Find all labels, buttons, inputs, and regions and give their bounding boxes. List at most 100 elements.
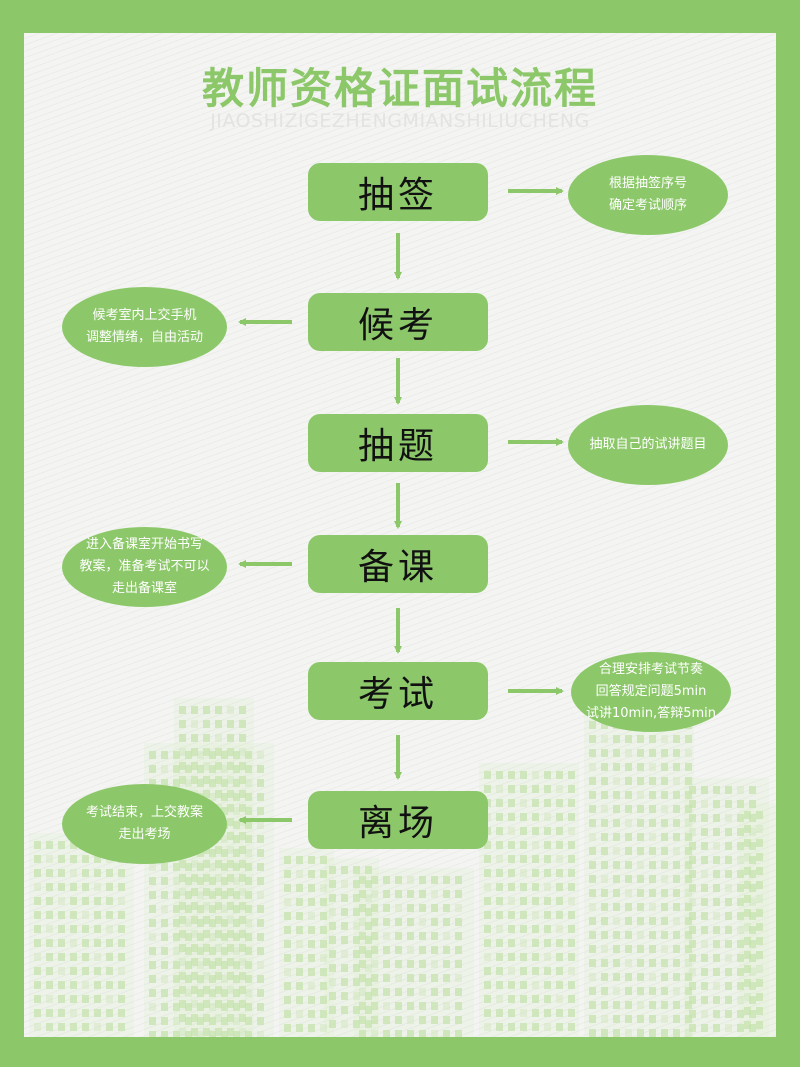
building-window (496, 771, 503, 779)
building-window (179, 748, 186, 756)
building-window (749, 1024, 756, 1032)
building-window (484, 939, 491, 947)
building-window (329, 866, 336, 874)
building-window (744, 1007, 751, 1015)
building-window (685, 847, 692, 855)
building-window (227, 944, 234, 952)
building-window (520, 897, 527, 905)
building-window (233, 863, 240, 871)
building-window (70, 981, 77, 989)
building-window (689, 828, 696, 836)
building-window (496, 939, 503, 947)
building-window (191, 720, 198, 728)
building-window (221, 751, 228, 759)
building-window (46, 897, 53, 905)
building-window (191, 958, 198, 966)
building-window (455, 1016, 462, 1024)
building-window (532, 883, 539, 891)
building-window (203, 1000, 210, 1008)
building-window (443, 974, 450, 982)
building-window (46, 925, 53, 933)
building-window (341, 908, 348, 916)
building-window (713, 884, 720, 892)
building-window (106, 883, 113, 891)
building-window (544, 1023, 551, 1031)
building-window (233, 891, 240, 899)
building-window (589, 889, 596, 897)
building-window (359, 890, 366, 898)
building-window (589, 749, 596, 757)
building-window (233, 1017, 240, 1025)
building-window (329, 894, 336, 902)
building-window (70, 939, 77, 947)
building-window (673, 959, 680, 967)
building-window (118, 911, 125, 919)
building-window (209, 765, 216, 773)
building-window (649, 749, 656, 757)
note-line: 合理安排考试节奏 (598, 662, 703, 677)
building-window (701, 884, 708, 892)
building-window (685, 1015, 692, 1023)
building-window (649, 903, 656, 911)
building-window (725, 940, 732, 948)
building-window (508, 1023, 515, 1031)
building-window (744, 951, 751, 959)
building-window (508, 1009, 515, 1017)
building-window (365, 936, 372, 944)
building-window (329, 1006, 336, 1014)
building-window (737, 954, 744, 962)
building-window (532, 827, 539, 835)
building-window (701, 786, 708, 794)
building-window (556, 995, 563, 1003)
building-window (496, 911, 503, 919)
building-window (191, 734, 198, 742)
building-window (637, 1015, 644, 1023)
building-window (496, 925, 503, 933)
building-window (649, 833, 656, 841)
building-window (257, 989, 264, 997)
building-window (544, 813, 551, 821)
building-window (556, 911, 563, 919)
building-window (203, 748, 210, 756)
building-window (637, 833, 644, 841)
building-window (185, 877, 192, 885)
building-window (353, 978, 360, 986)
building-window (227, 902, 234, 910)
building-window (257, 905, 264, 913)
building-window (329, 922, 336, 930)
building-window (508, 939, 515, 947)
building-window (625, 889, 632, 897)
building-window (227, 818, 234, 826)
building-window (185, 961, 192, 969)
building-window (239, 916, 246, 924)
building-window (257, 1031, 264, 1037)
building-window (661, 945, 668, 953)
building-window (556, 883, 563, 891)
building-window (161, 989, 168, 997)
building-window (118, 869, 125, 877)
building-window (209, 877, 216, 885)
building-window (673, 847, 680, 855)
building-window (233, 961, 240, 969)
note-line: 调整情绪，自由活动 (85, 330, 203, 345)
building-window (661, 861, 668, 869)
building-window (320, 954, 327, 962)
building-window (661, 1001, 668, 1009)
building-window (82, 897, 89, 905)
page-subtitle-pinyin: JIAOSHIZIGEZHENGMIANSHILIUCHENG (210, 110, 590, 132)
building-window (227, 790, 234, 798)
building-window (625, 735, 632, 743)
building-window (613, 777, 620, 785)
building-window (161, 1031, 168, 1037)
building-window (365, 964, 372, 972)
building-window (589, 931, 596, 939)
building-window (431, 876, 438, 884)
building-window (737, 814, 744, 822)
building-window (341, 880, 348, 888)
building-window (221, 891, 228, 899)
building-window (106, 953, 113, 961)
building-window (365, 992, 372, 1000)
building-window (227, 734, 234, 742)
building-window (185, 779, 192, 787)
building-window (173, 905, 180, 913)
